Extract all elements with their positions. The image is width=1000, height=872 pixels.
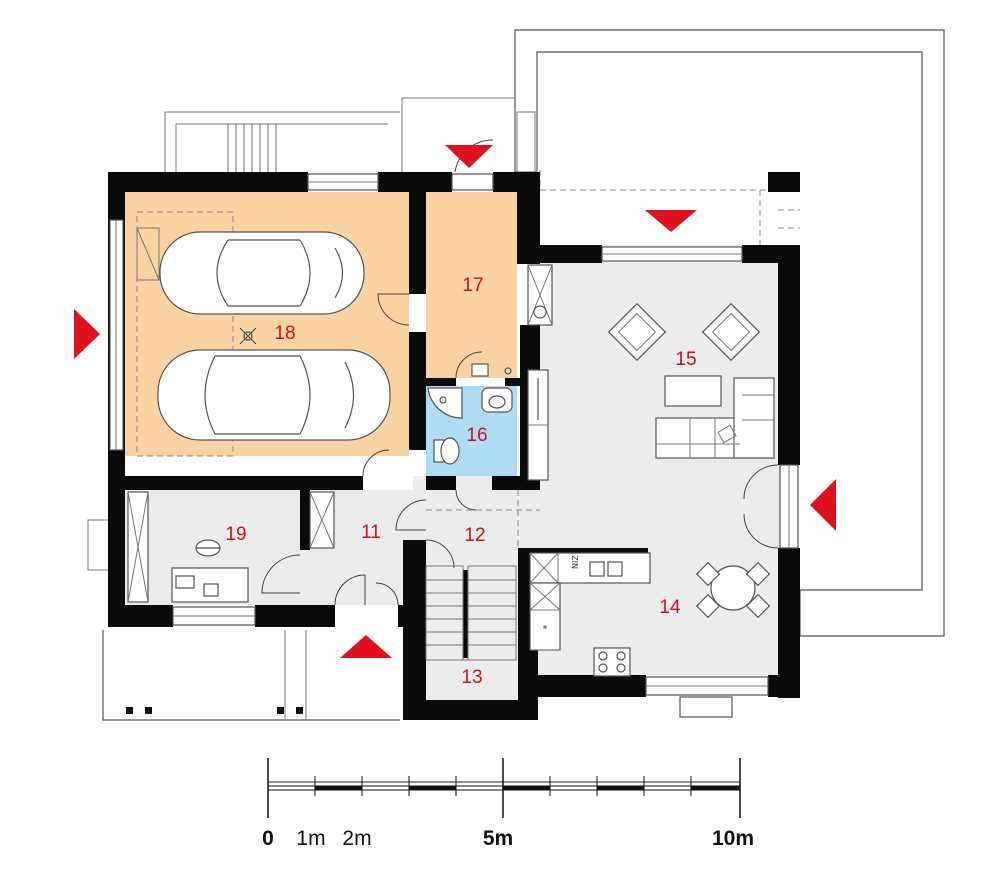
room-floor-17 xyxy=(426,192,517,378)
entrance-marker-north xyxy=(445,145,493,168)
kitchen-furnishing: NIZ * xyxy=(529,552,771,677)
room-label-11: 11 xyxy=(361,522,381,543)
terrace-lamps xyxy=(126,707,303,714)
room-label-19: 19 xyxy=(225,524,246,545)
room-label-18: 18 xyxy=(274,323,295,344)
room-label-16: 16 xyxy=(466,425,487,446)
room-label-12: 12 xyxy=(464,525,485,546)
windows xyxy=(109,173,799,718)
car-bottom xyxy=(157,349,391,441)
entrance-marker-west xyxy=(74,309,100,359)
entrance-marker-terrace xyxy=(645,210,697,232)
living-furnishing xyxy=(527,264,775,481)
scale-label-5m: 5m xyxy=(483,827,513,850)
car-top xyxy=(159,231,365,315)
doors xyxy=(261,139,779,606)
utility-furnishing xyxy=(127,491,249,603)
svg-text:*: * xyxy=(543,624,548,635)
staircase xyxy=(425,565,517,661)
scale-label-0: 0 xyxy=(262,827,274,850)
entrance-markers xyxy=(74,145,836,658)
room-label-17: 17 xyxy=(462,275,483,296)
entrance-marker-east xyxy=(810,479,836,531)
room-label-13: 13 xyxy=(461,667,482,688)
scale-label-1m: 1m xyxy=(296,827,325,850)
room-label-14: 14 xyxy=(659,597,681,618)
room-floor-13 xyxy=(426,550,518,700)
entrance-marker-south xyxy=(340,635,392,658)
fridge-label: NIZ xyxy=(571,555,580,569)
room-labels: 11 12 13 14 15 16 17 18 19 xyxy=(225,275,696,688)
ceiling-light-icon xyxy=(239,327,257,345)
scale-label-2m: 2m xyxy=(342,827,371,850)
scale-bar: 0 1m 2m 5m 10m xyxy=(262,758,754,850)
bathroom-fixtures xyxy=(427,363,513,465)
hall-furnishing xyxy=(309,490,540,550)
room-label-15: 15 xyxy=(675,349,696,370)
garage-furnishing xyxy=(136,211,391,457)
scale-label-10m: 10m xyxy=(712,827,754,850)
entrance-stairs xyxy=(227,124,277,172)
dining-table xyxy=(695,561,771,619)
